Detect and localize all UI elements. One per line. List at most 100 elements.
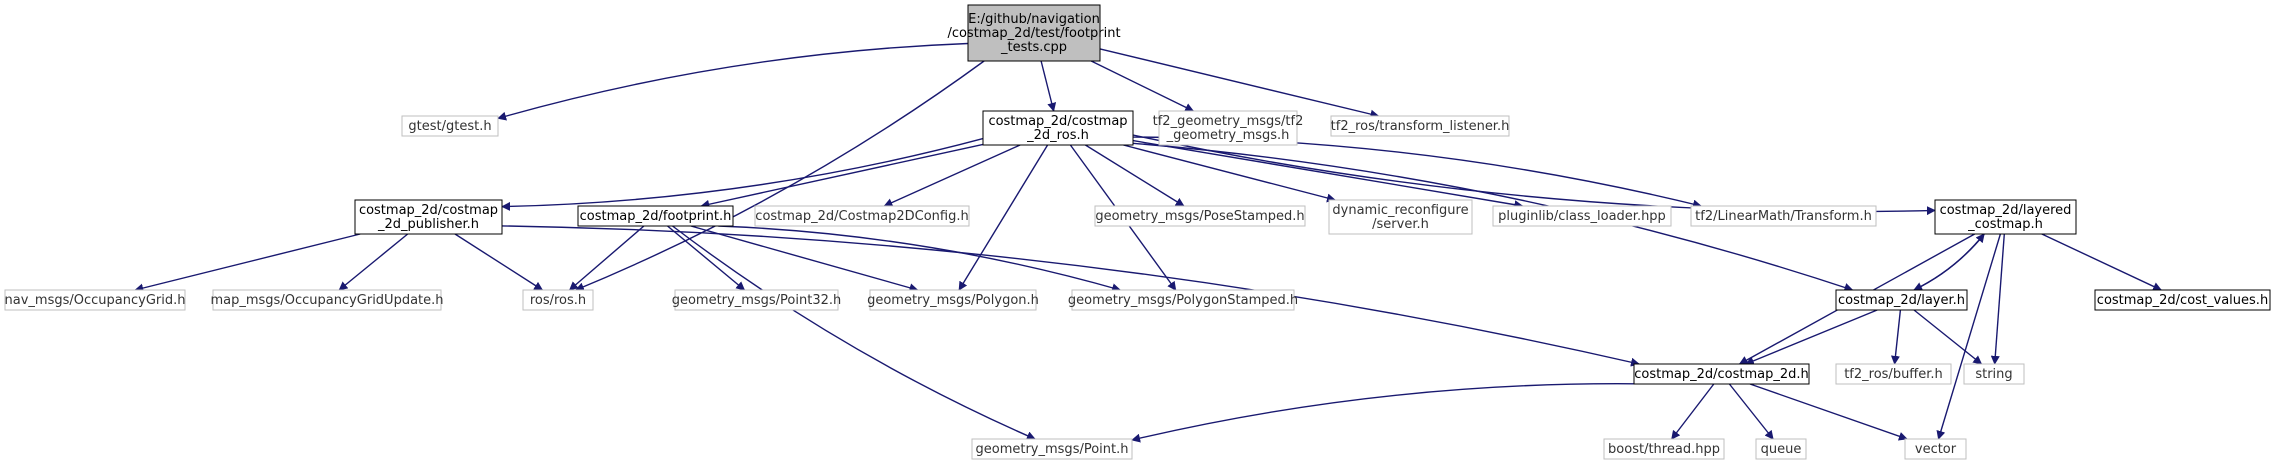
edge-footprint-to-point xyxy=(672,225,1036,440)
node-navgrid-label-line: nav_msgs/OccupancyGrid.h xyxy=(5,293,186,308)
edge-layer-to-buffer xyxy=(1890,309,1902,365)
node-classloader-label-line: pluginlib/class_loader.hpp xyxy=(1498,209,1666,224)
node-layer[interactable]: costmap_2d/layer.h xyxy=(1835,289,1968,311)
node-costmap2d-label-line: costmap_2d/costmap_2d.h xyxy=(1634,367,1809,382)
node-config-box xyxy=(754,205,970,227)
node-costmap_ros[interactable]: costmap_2d/costmap_2d_ros.h xyxy=(982,110,1134,146)
node-polystamped: geometry_msgs/PolygonStamped.h xyxy=(1068,289,1298,311)
edge-layer-to-costmap2d xyxy=(1744,309,1878,366)
node-queue-box xyxy=(1755,438,1807,460)
node-publisher-label-line: _2d_publisher.h xyxy=(377,217,479,232)
node-classloader: pluginlib/class_loader.hpp xyxy=(1492,205,1672,227)
node-polystamped-box xyxy=(1071,289,1295,311)
node-footprint-label-line: costmap_2d/footprint.h xyxy=(580,209,732,224)
node-posestamped-label-line: geometry_msgs/PoseStamped.h xyxy=(1095,209,1304,224)
edge-costmap_ros-to-publisher xyxy=(501,137,984,211)
edge-costmap_ros-to-posestamped xyxy=(1085,144,1185,207)
edge-root-to-ros xyxy=(574,60,985,292)
node-polygon-box xyxy=(869,289,1037,311)
node-publisher[interactable]: costmap_2d/costmap_2d_publisher.h xyxy=(354,199,503,235)
node-ros-label-line: ros/ros.h xyxy=(530,293,586,308)
edge-root-to-gtest xyxy=(497,42,969,121)
edge-root-to-costmap_ros xyxy=(1040,60,1057,112)
nodes-layer: E:/github/navigation/costmap_2d/test/foo… xyxy=(4,4,2271,460)
node-buffer: tf2_ros/buffer.h xyxy=(1835,363,1952,385)
edge-footprint-to-polygon xyxy=(690,225,919,293)
node-tf2_geom: tf2_geometry_msgs/tf2_geometry_msgs.h xyxy=(1153,110,1304,146)
edge-layer-to-string xyxy=(1913,309,1983,365)
node-tf2_geom-box xyxy=(1158,110,1298,146)
node-costmap2d[interactable]: costmap_2d/costmap_2d.h xyxy=(1633,363,1810,385)
edge-layered-to-string xyxy=(1990,233,2005,365)
node-costmap2d-box xyxy=(1633,363,1810,385)
node-posestamped-box xyxy=(1094,205,1306,227)
edge-costmap_ros-to-footprint xyxy=(700,143,984,209)
edge-costmap_ros-to-layer xyxy=(1132,142,1854,292)
edge-costmap2d-to-thread xyxy=(1671,383,1715,440)
node-string-label-line: string xyxy=(1975,367,2012,382)
node-point-box xyxy=(971,438,1133,460)
node-buffer-label-line: tf2_ros/buffer.h xyxy=(1844,367,1943,382)
node-config: costmap_2d/Costmap2DConfig.h xyxy=(754,205,970,227)
node-thread-label-line: boost/thread.hpp xyxy=(1608,442,1720,457)
node-layer-box xyxy=(1835,289,1968,311)
node-point32: geometry_msgs/Point32.h xyxy=(672,289,841,311)
node-costvalues[interactable]: costmap_2d/cost_values.h xyxy=(2094,289,2271,311)
node-root-box xyxy=(967,4,1101,62)
node-mapupdate-label-line: map_msgs/OccupancyGridUpdate.h xyxy=(210,293,443,308)
edge-root-to-tf2_listener xyxy=(1099,48,1380,119)
node-tf2_listener-label-line: tf2_ros/transform_listener.h xyxy=(1331,119,1510,134)
node-vector-label-line: vector xyxy=(1915,442,1957,457)
node-gtest: gtest/gtest.h xyxy=(401,115,499,137)
edge-costmap_ros-to-config xyxy=(883,144,1021,207)
edge-layered-to-costvalues xyxy=(2041,233,2163,291)
node-thread: boost/thread.hpp xyxy=(1603,438,1725,460)
node-navgrid: nav_msgs/OccupancyGrid.h xyxy=(4,289,186,311)
node-root: E:/github/navigation/costmap_2d/test/foo… xyxy=(947,4,1121,62)
node-root-label-line: /costmap_2d/test/footprint xyxy=(947,26,1120,41)
edge-costmap_ros-to-transform xyxy=(1132,136,1702,209)
node-transform-box xyxy=(1690,205,1877,227)
edge-root-to-tf2_geom xyxy=(1090,60,1195,112)
edge-costmap2d-to-queue xyxy=(1728,383,1774,440)
node-layer-label-line: costmap_2d/layer.h xyxy=(1838,293,1965,308)
node-tf2_geom-label-line: _geometry_msgs.h xyxy=(1166,128,1290,143)
node-ros: ros/ros.h xyxy=(522,289,594,311)
edge-costmap2d-to-vector xyxy=(1749,383,1908,441)
node-dynreconf: dynamic_reconfigure/server.h xyxy=(1328,199,1473,235)
node-point: geometry_msgs/Point.h xyxy=(971,438,1133,460)
node-point32-box xyxy=(674,289,839,311)
node-thread-box xyxy=(1603,438,1725,460)
node-gtest-label-line: gtest/gtest.h xyxy=(408,119,491,134)
edge-costmap_ros-to-classloader xyxy=(1132,139,1524,210)
edge-footprint-to-polystamped xyxy=(718,225,1122,293)
node-footprint[interactable]: costmap_2d/footprint.h xyxy=(577,205,734,227)
edge-publisher-to-costmap2d xyxy=(501,225,1640,367)
node-layered-label-line: _costmap.h xyxy=(1967,217,2043,232)
edge-publisher-to-mapupdate xyxy=(338,233,409,291)
node-point-label-line: geometry_msgs/Point.h xyxy=(976,442,1129,457)
node-mapupdate-box xyxy=(212,289,442,311)
node-layered[interactable]: costmap_2d/layered_costmap.h xyxy=(1934,199,2077,235)
node-classloader-box xyxy=(1492,205,1672,227)
node-string: string xyxy=(1963,363,2025,385)
node-costmap_ros-label-line: _2d_ros.h xyxy=(1026,128,1089,143)
node-dynreconf-box xyxy=(1328,199,1473,235)
node-tf2_geom-label-line: tf2_geometry_msgs/tf2 xyxy=(1153,114,1304,129)
node-string-box xyxy=(1963,363,2025,385)
node-mapupdate: map_msgs/OccupancyGridUpdate.h xyxy=(210,289,444,311)
edge-footprint-to-point32 xyxy=(667,225,746,291)
node-polygon: geometry_msgs/Polygon.h xyxy=(867,289,1039,311)
node-costmap_ros-label-line: costmap_2d/costmap xyxy=(988,114,1127,129)
node-publisher-label-line: costmap_2d/costmap xyxy=(359,203,498,218)
node-tf2_listener: tf2_ros/transform_listener.h xyxy=(1330,115,1510,137)
node-polygon-label-line: geometry_msgs/Polygon.h xyxy=(867,293,1039,308)
node-root-label-line: E:/github/navigation xyxy=(968,12,1100,27)
node-transform-label-line: tf2/LinearMath/Transform.h xyxy=(1695,209,1872,224)
node-vector: vector xyxy=(1904,438,1967,460)
node-config-label-line: costmap_2d/Costmap2DConfig.h xyxy=(755,209,968,224)
node-publisher-box xyxy=(354,199,503,235)
node-tf2_listener-box xyxy=(1330,115,1510,137)
edge-costmap_ros-to-polygon xyxy=(958,144,1049,291)
